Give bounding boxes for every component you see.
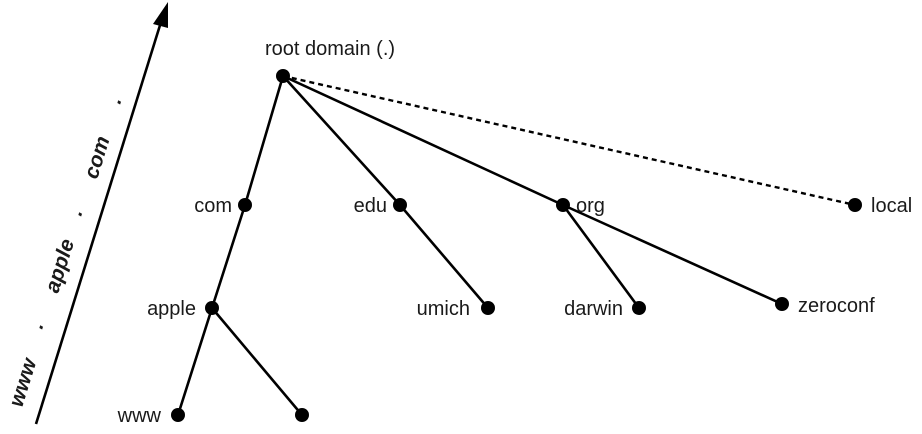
edge-apple-www [176, 306, 214, 417]
label-local: local [871, 195, 912, 217]
tree-labels: root domain (.) com edu org local apple … [117, 38, 912, 427]
label-root: root domain (.) [265, 38, 395, 60]
edge-apple-leaf [210, 306, 304, 417]
node-local [848, 198, 862, 212]
edge-org-darwin [561, 203, 641, 310]
node-darwin [632, 301, 646, 315]
hierarchy-arrow [34, 2, 168, 425]
hierarchy-arrow-head [153, 2, 168, 28]
node-org [556, 198, 570, 212]
edge-root-org [281, 74, 565, 207]
label-apple: apple [147, 298, 196, 320]
node-umich [481, 301, 495, 315]
label-www: www [117, 405, 162, 427]
label-darwin: darwin [564, 298, 623, 320]
node-com [238, 198, 252, 212]
node-root [276, 69, 290, 83]
edge-root-edu [281, 74, 402, 207]
arrow-label-www: www [5, 354, 42, 409]
label-com: com [194, 195, 232, 217]
tree-nodes [171, 69, 862, 422]
tree-edges [176, 74, 856, 417]
arrow-label-dot-3: . [103, 94, 127, 106]
edge-root-local [282, 74, 856, 207]
label-umich: umich [417, 298, 470, 320]
node-apple [205, 301, 219, 315]
label-zeroconf: zeroconf [798, 295, 875, 317]
hierarchy-arrow-line [34, 21, 163, 425]
arrow-labels: www . apple . com . [5, 94, 127, 409]
node-apple-leaf [295, 408, 309, 422]
node-www [171, 408, 185, 422]
arrow-label-dot-2: . [64, 206, 88, 218]
edge-edu-umich [398, 203, 490, 310]
label-edu: edu [354, 195, 387, 217]
node-edu [393, 198, 407, 212]
arrow-label-com: com [80, 133, 115, 181]
edge-root-com [243, 74, 285, 207]
label-org: org [576, 195, 605, 217]
edge-com-apple [210, 203, 247, 310]
node-zeroconf [775, 297, 789, 311]
arrow-label-apple: apple [41, 236, 79, 296]
edge-org-zeroconf [561, 203, 784, 306]
arrow-label-dot-1: . [25, 319, 49, 331]
